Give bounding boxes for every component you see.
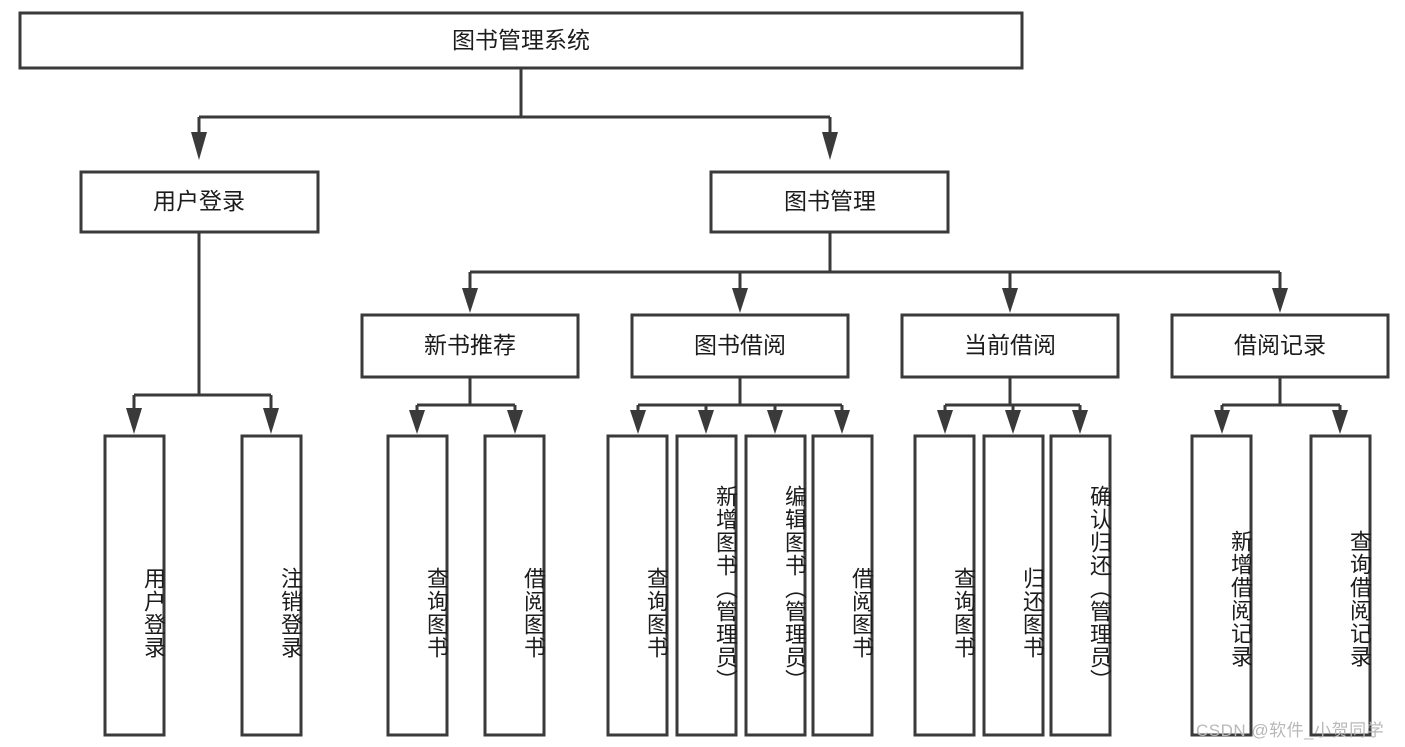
node-root-system-label: 图书管理系统 <box>452 27 590 53</box>
node-current-borrow-label: 当前借阅 <box>964 332 1056 358</box>
node-leaf-current-confirm-box[interactable] <box>1049 434 1112 737</box>
node-book-borrow-box[interactable] <box>630 313 850 379</box>
node-new-book-recommend-label: 新书推荐 <box>424 332 516 358</box>
node-root-system[interactable]: 图书管理系统 <box>18 11 1024 70</box>
arrowhead-bookmgmt-c2 <box>732 288 748 313</box>
connector-group-new-book <box>409 377 523 434</box>
connector-group-borrow-record <box>1214 377 1348 434</box>
node-borrow-record[interactable]: 借阅记录 <box>1170 313 1390 379</box>
node-user-login[interactable]: 用户登录 <box>79 170 320 234</box>
arrowhead-root-to-bookmgmt <box>822 132 838 160</box>
connector-group-book-management <box>462 232 1288 313</box>
node-leaf-borrow-lend-box[interactable] <box>811 434 874 737</box>
arrowhead-currentborrow-b2 <box>1005 410 1021 434</box>
node-user-login-box[interactable] <box>79 170 320 234</box>
node-borrow-record-label: 借阅记录 <box>1234 332 1326 358</box>
node-book-management-label: 图书管理 <box>784 188 876 214</box>
connector-group-root <box>191 68 838 160</box>
node-leaf-borrow-query-box[interactable] <box>606 434 669 737</box>
node-leaf-current-query-box[interactable] <box>913 434 976 737</box>
node-leaf-borrow-edit-box[interactable] <box>744 434 807 737</box>
node-leaf-logout-box[interactable] <box>240 434 303 737</box>
node-root-system-box[interactable] <box>18 11 1024 70</box>
arrowhead-currentborrow-b1 <box>937 410 953 434</box>
arrowhead-root-to-login <box>191 132 207 160</box>
node-current-borrow[interactable]: 当前借阅 <box>900 313 1120 379</box>
arrowhead-borrowrecord-b1 <box>1214 410 1230 434</box>
arrowhead-bookmgmt-c1 <box>462 288 478 313</box>
node-leaf-newbook-query-box[interactable] <box>386 434 449 737</box>
node-book-borrow[interactable]: 图书借阅 <box>630 313 850 379</box>
node-leaf-record-query-box[interactable] <box>1309 434 1372 737</box>
node-book-management-box[interactable] <box>709 170 950 234</box>
node-current-borrow-box[interactable] <box>900 313 1120 379</box>
arrowhead-newbook-b2 <box>507 410 523 434</box>
node-book-management[interactable]: 图书管理 <box>709 170 950 234</box>
arrowhead-borrowrecord-b2 <box>1332 410 1348 434</box>
node-leaf-record-add-box[interactable] <box>1190 434 1253 737</box>
arrowhead-bookborrow-b4 <box>834 410 850 434</box>
arrowhead-bookborrow-b3 <box>767 410 783 434</box>
arrowhead-login-b2 <box>263 408 279 434</box>
node-user-login-label: 用户登录 <box>153 188 245 214</box>
node-new-book-recommend[interactable]: 新书推荐 <box>360 313 580 379</box>
node-leaf-current-return-box[interactable] <box>982 434 1045 737</box>
node-borrow-record-box[interactable] <box>1170 313 1390 379</box>
arrowhead-bookmgmt-c4 <box>1272 288 1288 313</box>
arrowhead-bookborrow-b1 <box>630 410 646 434</box>
connector-group-book-borrow <box>630 377 850 434</box>
node-leaf-borrow-add-box[interactable] <box>675 434 738 737</box>
arrowhead-newbook-b1 <box>409 410 425 434</box>
arrowhead-currentborrow-b3 <box>1072 410 1088 434</box>
arrowhead-bookborrow-b2 <box>698 410 714 434</box>
node-leaf-user-login-box[interactable] <box>103 434 166 737</box>
csdn-watermark: CSDN @软件_小贺同学 <box>1196 721 1385 740</box>
node-book-borrow-label: 图书借阅 <box>694 332 786 358</box>
connector-group-user-login <box>126 232 279 434</box>
node-leaf-newbook-borrow-box[interactable] <box>483 434 546 737</box>
node-new-book-recommend-box[interactable] <box>360 313 580 379</box>
arrowhead-bookmgmt-c3 <box>1002 288 1018 313</box>
connector-group-current-borrow <box>937 377 1088 434</box>
arrowhead-login-b1 <box>126 408 142 434</box>
